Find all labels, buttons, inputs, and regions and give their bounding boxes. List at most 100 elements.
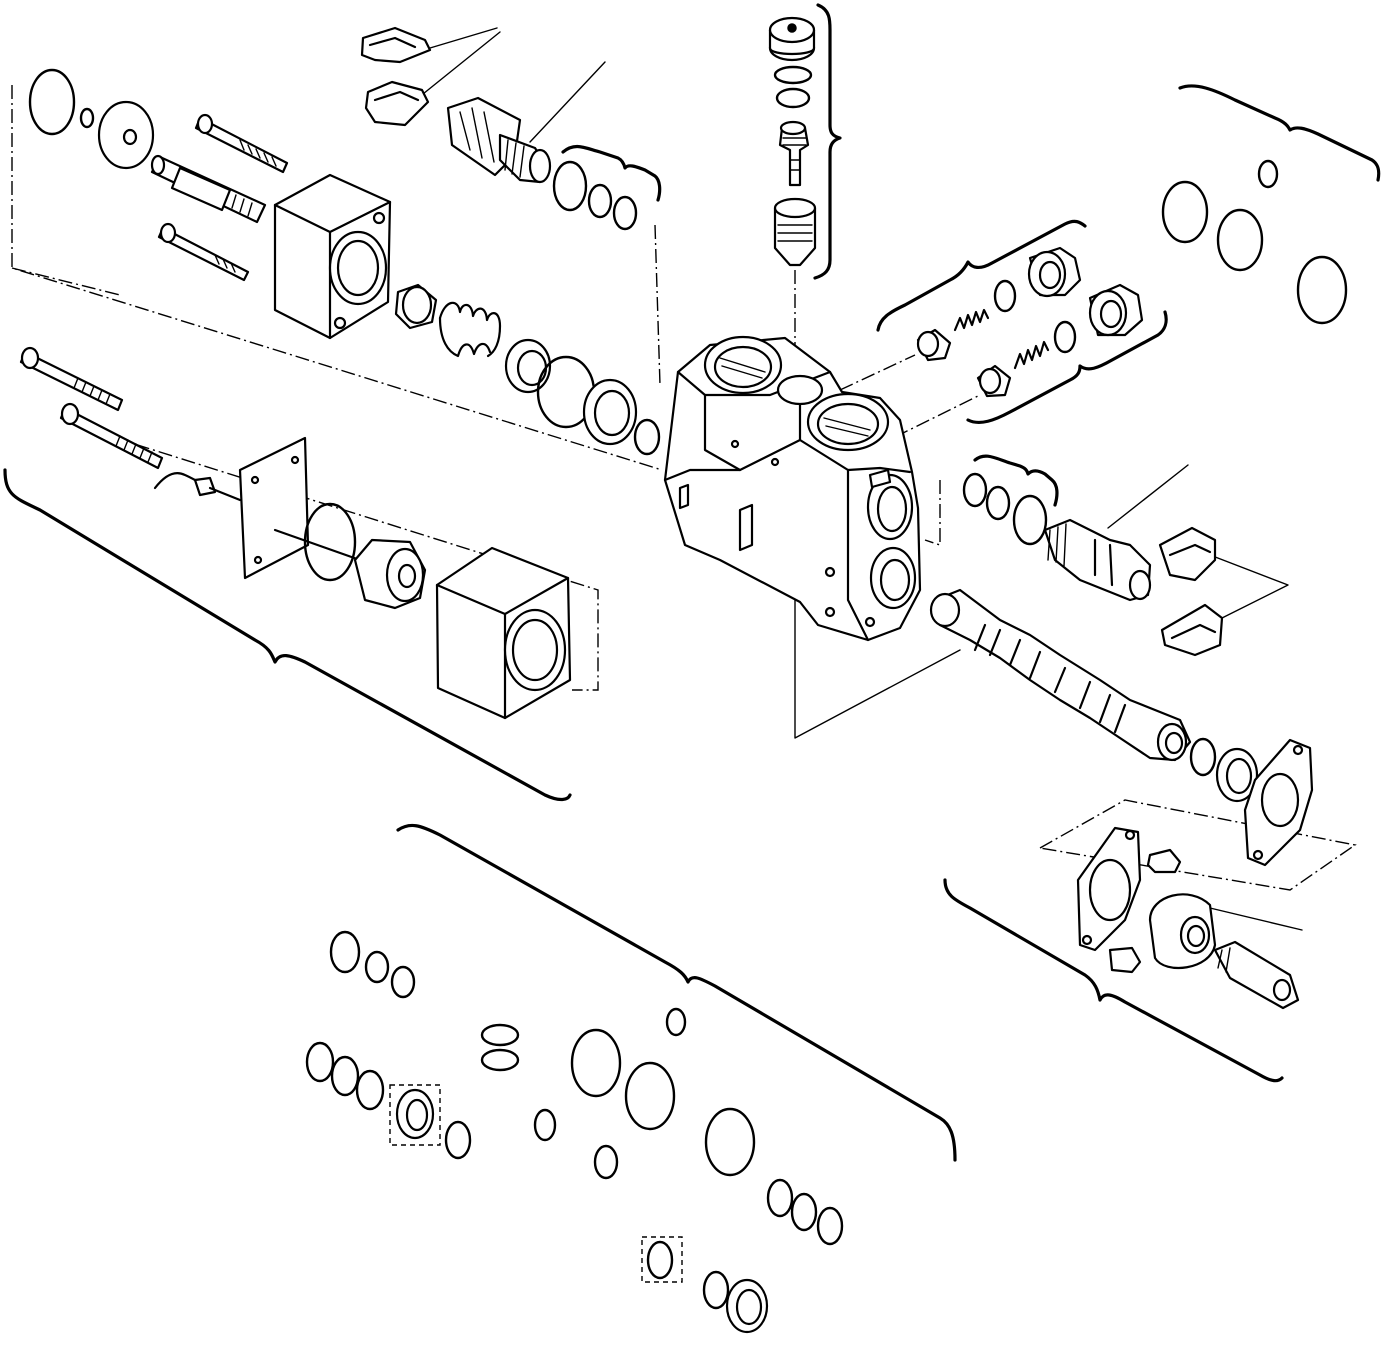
seal-kit-ring-10 [665, 1007, 687, 1037]
bolt-upper-2 [157, 222, 250, 282]
switch-plate [238, 436, 310, 580]
check-poppet-2 [976, 364, 1012, 398]
brace-check-valves [876, 219, 1087, 332]
centerline-upper-left [11, 85, 663, 471]
flange-plate-right [1243, 738, 1314, 867]
clip-top-1 [360, 26, 432, 64]
end-cover-upper [273, 173, 392, 340]
relief-valve-upper [446, 96, 552, 184]
valve-body [663, 335, 922, 642]
bolt-lower-2 [59, 402, 164, 470]
brace-relief-valve-top [561, 144, 662, 202]
seal-kit-ring-20 [702, 1270, 730, 1310]
centerline-relief-right [924, 480, 941, 546]
leader-cap [1209, 907, 1303, 931]
adjusting-screw [150, 154, 267, 224]
o-ring-relief-2 [587, 183, 613, 219]
spring-upper [438, 301, 502, 358]
seal-kit-ring-05 [330, 1055, 360, 1097]
clevis [1213, 940, 1300, 1010]
seal-spool-upper [582, 378, 638, 446]
bolt-upper-1 [194, 113, 289, 174]
brace-check-valves-lower [966, 310, 1168, 425]
seal-kit-ring-07 [444, 1120, 472, 1160]
o-ring-switch [303, 502, 357, 582]
check-o-ring-1 [993, 279, 1017, 313]
check-spring-2 [1013, 340, 1050, 370]
brace-spool-end [943, 878, 1284, 1083]
o-ring-relief-1 [552, 160, 588, 212]
seal-kit-ring-02 [364, 950, 390, 984]
seal-kit-ring-04 [305, 1041, 335, 1083]
check-spring-1 [953, 308, 990, 332]
seal-kit-ring-08 [480, 1023, 520, 1047]
o-ring-top-1 [773, 65, 813, 85]
seal-kit-ring-17 [790, 1192, 818, 1232]
o-ring-spool-2 [633, 418, 661, 456]
centerline-upper-left-2 [11, 267, 121, 296]
poppet-top [778, 120, 810, 187]
seal-kit-ring-13 [533, 1108, 557, 1142]
seal-kit-ring-15 [704, 1107, 756, 1177]
o-ring-relief-r1 [962, 472, 988, 508]
brace-top-right [1178, 84, 1381, 182]
end-cap [1148, 893, 1217, 970]
centerline-check-2 [894, 394, 981, 438]
clip-top-2 [364, 80, 430, 127]
o-ring-ur-1 [1161, 180, 1209, 244]
centerline-relief-top [654, 224, 661, 386]
screw-cap-1 [1146, 848, 1182, 874]
switch-rod [273, 528, 362, 562]
spring-seat-1 [394, 283, 438, 330]
seal-kit-ring-01 [329, 930, 361, 974]
switch-wire [153, 471, 242, 502]
leader-relief-top [529, 61, 606, 143]
o-ring-relief-r3 [1012, 494, 1048, 546]
leader-clips-top [417, 27, 501, 99]
check-plug-2 [1088, 283, 1144, 337]
leader-clips-right [1209, 554, 1289, 621]
washer [97, 100, 155, 170]
seal-spool-right [1215, 747, 1259, 803]
seal-kit-ring-09 [480, 1048, 520, 1072]
seal-kit-highlight-1 [389, 1084, 441, 1146]
seal-kit-ring-11 [570, 1028, 622, 1098]
seal-kit-seal-2 [725, 1278, 769, 1334]
seal-kit-ring-12 [624, 1061, 676, 1131]
o-ring-relief-r2 [985, 485, 1011, 521]
spring-seat-2 [504, 338, 552, 394]
o-ring-spool-right [1189, 737, 1217, 777]
o-ring-ur-small [1257, 159, 1279, 189]
brace-seal-kit [396, 823, 957, 1162]
end-cover-lower [435, 546, 572, 720]
o-ring-ur-3 [1296, 255, 1348, 325]
seal-kit-ring-14 [593, 1144, 619, 1180]
plug-top [768, 16, 816, 62]
seal-kit-highlight-2 [641, 1236, 683, 1283]
check-poppet-1 [916, 328, 952, 362]
o-ring-top-2 [775, 87, 811, 109]
brace-left-lower [3, 468, 572, 802]
screw-cap-2 [1108, 946, 1142, 974]
check-plug-1 [1027, 246, 1082, 298]
leader-spool [794, 589, 961, 739]
check-o-ring-2 [1053, 320, 1077, 354]
brace-vertical-top [813, 3, 842, 280]
brace-relief-valve-right [973, 454, 1059, 507]
seal-kit-ring-06 [355, 1069, 385, 1111]
clip-right-1 [1158, 526, 1217, 582]
seal-kit-ring-16 [766, 1178, 794, 1218]
o-ring-relief-3 [612, 195, 638, 231]
relief-valve-right [1043, 518, 1152, 602]
seal-kit-ring-03 [390, 965, 416, 999]
o-ring-ur-2 [1216, 208, 1264, 272]
seal-kit-ring-18 [816, 1206, 844, 1246]
check-plug-top [773, 197, 817, 267]
centerline-check-1 [839, 354, 916, 391]
leader-relief-right [1107, 464, 1189, 529]
flange-plate-lower [1076, 826, 1142, 952]
detent-sleeve [353, 538, 427, 610]
spool [929, 588, 1192, 762]
o-ring-large [28, 68, 76, 136]
